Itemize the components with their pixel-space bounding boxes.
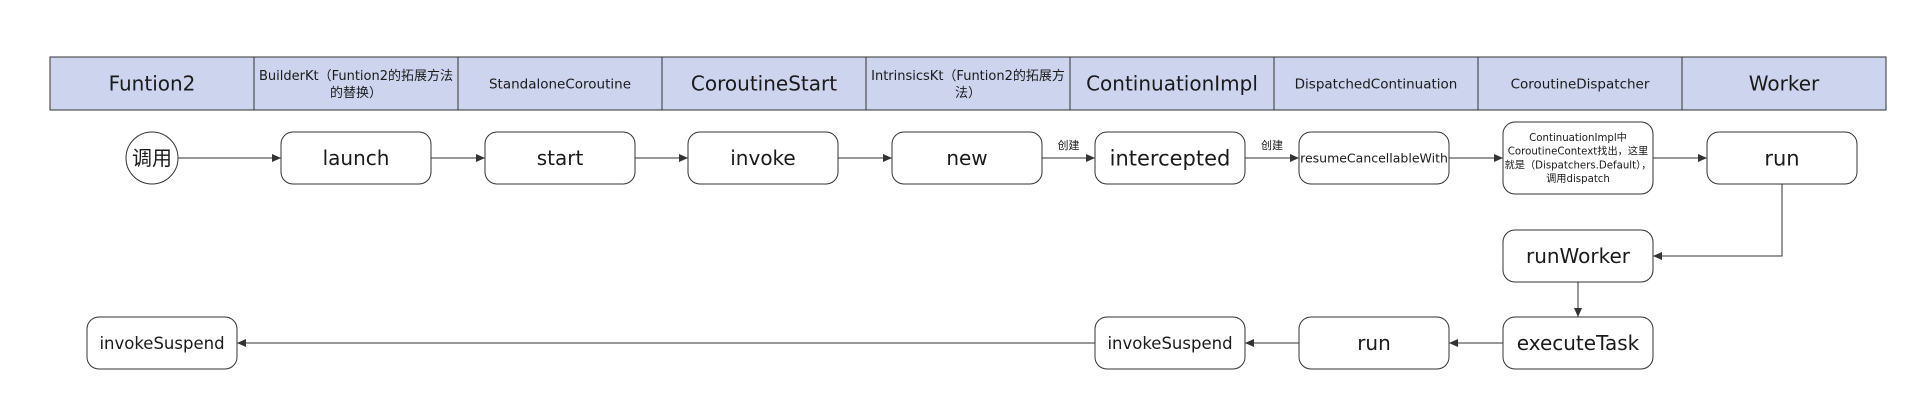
- node-invokesuspend1: invokeSuspend: [1094, 316, 1246, 370]
- node-invoke: invoke: [687, 131, 839, 185]
- node-resumecancellablewith: resumeCancellableWith: [1298, 131, 1450, 185]
- node-label: invokeSuspend: [99, 334, 224, 353]
- node-shape: [1502, 316, 1654, 370]
- node-shape: [1502, 229, 1654, 283]
- node-call: 调用: [125, 131, 179, 185]
- node-shape: [1298, 131, 1450, 185]
- node-executetask: executeTask: [1502, 316, 1654, 370]
- lane-header-cell: [865, 56, 1071, 111]
- lane-header-cell: [1273, 56, 1479, 111]
- node-new: new: [891, 131, 1043, 185]
- node-shape: [1502, 121, 1654, 195]
- node-label: launch: [323, 146, 390, 170]
- edge-label: 创建: [1058, 138, 1080, 152]
- edge-label: 创建: [1261, 138, 1283, 152]
- lane-label: CoroutineStart: [691, 72, 837, 96]
- lane-header-cell: [457, 56, 663, 111]
- node-shape: [687, 131, 839, 185]
- node-shape: [86, 316, 238, 370]
- node-label: resumeCancellableWith: [1300, 150, 1448, 165]
- node-label: intercepted: [1110, 146, 1231, 170]
- nodes-layer: 调用 launch start invoke new intercepted resumeC…: [86, 121, 1858, 370]
- lane-label: ContinuationImpl: [1086, 72, 1258, 96]
- node-invokesuspend2: invokeSuspend: [86, 316, 238, 370]
- lane-header-cell: [1681, 56, 1887, 111]
- lane-label: CoroutineDispatcher: [1511, 77, 1650, 93]
- lane-label: StandaloneCoroutine: [489, 77, 631, 93]
- node-label: run: [1357, 331, 1391, 355]
- node-label: run: [1764, 146, 1799, 170]
- node-intercepted: intercepted: [1094, 131, 1246, 185]
- lane-header-cell: [1069, 56, 1275, 111]
- lane-label: Funtion2: [109, 72, 196, 96]
- node-run1: run: [1706, 131, 1858, 185]
- lane-label: DispatchedContinuation: [1295, 77, 1458, 93]
- lane-header-cell: [253, 56, 459, 111]
- node-shape: [280, 131, 432, 185]
- node-shape: [1298, 316, 1450, 370]
- node-shape: [891, 131, 1043, 185]
- lane-header-cell: [49, 56, 255, 111]
- edges-layer: 创建 创建: [178, 138, 1783, 347]
- node-label: runWorker: [1526, 244, 1631, 268]
- node-label: start: [537, 146, 584, 170]
- node-launch: launch: [280, 131, 432, 185]
- node-shape: [1094, 316, 1246, 370]
- swimlane-header-row: Funtion2 BuilderKt（Funtion2的拓展方法的替换） Stand…: [49, 56, 1887, 111]
- node-shape: [1706, 131, 1858, 185]
- node-label: 调用: [132, 146, 172, 170]
- node-label: executeTask: [1517, 331, 1640, 355]
- node-label: invokeSuspend: [1107, 334, 1232, 353]
- lane-header-cell: [1477, 56, 1683, 111]
- lane-header-cell: [661, 56, 867, 111]
- node-shape: [125, 131, 179, 185]
- node-shape: [484, 131, 636, 185]
- node-label: new: [946, 146, 987, 170]
- node-start: start: [484, 131, 636, 185]
- node-runworker: runWorker: [1502, 229, 1654, 283]
- lane-label: BuilderKt（Funtion2的拓展方法的替换）: [259, 68, 453, 101]
- lane-label: Worker: [1749, 72, 1820, 96]
- lane-label: IntrinsicsKt（Funtion2的拓展方法）: [871, 68, 1065, 101]
- edge-run1-to-runworker: [1653, 184, 1783, 260]
- node-run2: run: [1298, 316, 1450, 370]
- node-label: invoke: [730, 146, 795, 170]
- node-shape: [1094, 131, 1246, 185]
